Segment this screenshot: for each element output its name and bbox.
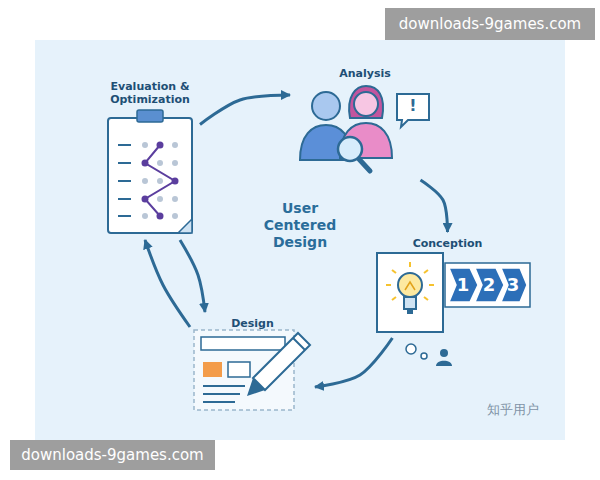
clipboard-icon (108, 110, 192, 233)
stage-heading: Analysis (305, 67, 425, 80)
watermark: downloads-9games.com (385, 8, 595, 40)
stage-heading: Design (198, 317, 308, 330)
panel-ground (35, 40, 565, 440)
stage-node: Conception (375, 232, 520, 338)
stage-node: Design (190, 312, 315, 412)
center-title: User Centered Design (258, 200, 342, 251)
stage-node: Analysis (290, 62, 440, 180)
alert-mark: ! (399, 96, 427, 116)
design-icon (194, 330, 310, 410)
cycle-arrow (315, 338, 392, 387)
watermark: downloads-9games.com (10, 440, 215, 470)
step-number: 1 (452, 274, 474, 296)
stage-node: Evaluation & Optimization (100, 75, 200, 240)
idea-icon (377, 253, 530, 366)
watermark: 知乎用户 (478, 402, 548, 418)
cycle-arrow (145, 240, 190, 327)
stage-heading: Conception (388, 237, 508, 250)
cycle-arrow (200, 95, 290, 124)
speech-bubble (397, 94, 429, 127)
cycle-arrow (421, 180, 448, 232)
stage-heading: Evaluation & Optimization (105, 80, 195, 106)
step-number: 2 (478, 274, 500, 296)
step-number: 3 (503, 274, 523, 296)
users-icon (300, 86, 429, 171)
cycle-arrow (180, 240, 205, 312)
